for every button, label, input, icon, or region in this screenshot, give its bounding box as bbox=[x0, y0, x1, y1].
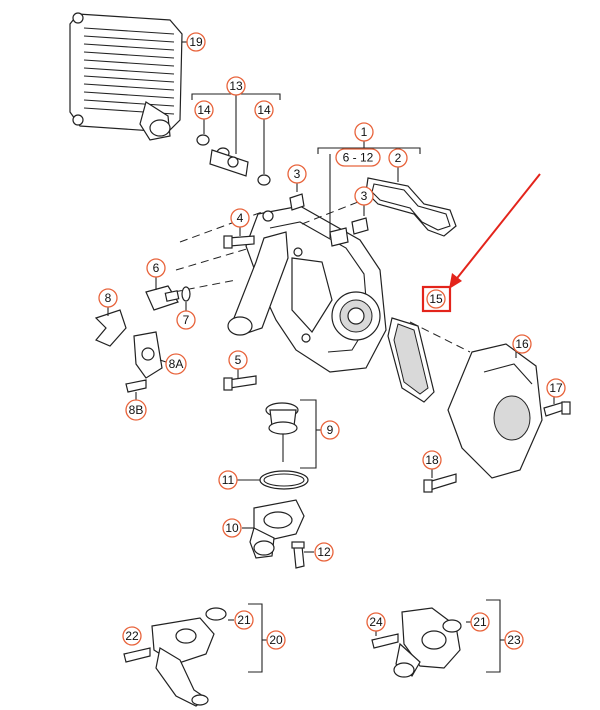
callout-18-text: 18 bbox=[425, 453, 439, 467]
callout-17: 17 bbox=[546, 378, 566, 398]
callout-4-text: 4 bbox=[237, 211, 244, 225]
callout-14a-text: 14 bbox=[197, 103, 211, 117]
assembly-23 bbox=[371, 599, 506, 678]
callout-3b-text: 3 bbox=[361, 189, 368, 203]
assembly-20 bbox=[123, 603, 268, 707]
callout-24: 24 bbox=[366, 612, 386, 632]
callout-24-text: 24 bbox=[369, 615, 383, 629]
callout-10: 10 bbox=[222, 518, 242, 538]
red-arrow bbox=[449, 173, 541, 289]
callout-23-text: 23 bbox=[507, 633, 521, 647]
temp-sensor-6 bbox=[145, 276, 191, 312]
callout-13: 13 bbox=[226, 76, 246, 96]
callout-21b-text: 21 bbox=[473, 615, 487, 629]
callout-22: 22 bbox=[122, 626, 142, 646]
gasket-2 bbox=[365, 166, 457, 237]
toothed-belt-15 bbox=[387, 317, 435, 403]
callout-8A-text: 8A bbox=[169, 357, 184, 371]
clip-8 bbox=[94, 306, 127, 347]
callout-3a: 3 bbox=[287, 164, 307, 184]
callout-2-text: 2 bbox=[395, 151, 402, 165]
callout-10-text: 10 bbox=[225, 521, 239, 535]
callout-1-text: 1 bbox=[361, 125, 368, 139]
callout-11-text: 11 bbox=[222, 473, 235, 487]
callout-6-12-text: 6 - 12 bbox=[343, 151, 374, 165]
callout-19-text: 19 bbox=[189, 35, 203, 49]
flange-8A bbox=[133, 331, 167, 379]
coolant-flange-10 bbox=[242, 499, 305, 559]
callout-3a-text: 3 bbox=[294, 167, 301, 181]
callout-20-text: 20 bbox=[269, 633, 283, 647]
callout-12-text: 12 bbox=[317, 545, 331, 559]
callout-2: 2 bbox=[388, 148, 408, 168]
callout-14b: 14 bbox=[254, 100, 274, 120]
callout-19: 19 bbox=[186, 32, 206, 52]
callout-18: 18 bbox=[422, 450, 442, 470]
callout-9-text: 9 bbox=[327, 423, 334, 437]
bolt-4 bbox=[223, 226, 255, 249]
callout-8: 8 bbox=[98, 288, 118, 308]
bolt-8B bbox=[125, 379, 147, 400]
callout-7-text: 7 bbox=[183, 313, 190, 327]
callout-6: 6 bbox=[146, 258, 166, 278]
callout-6-text: 6 bbox=[153, 261, 160, 275]
callout-4: 4 bbox=[230, 208, 250, 228]
callout-14b-text: 14 bbox=[257, 103, 271, 117]
callout-23: 23 bbox=[504, 630, 524, 650]
callout-8A: 8A bbox=[165, 353, 187, 375]
callout-5-text: 5 bbox=[235, 353, 242, 367]
bolt-12 bbox=[291, 541, 314, 569]
callout-16: 16 bbox=[512, 334, 532, 354]
callout-8B-text: 8B bbox=[129, 403, 144, 417]
oil-cooler bbox=[69, 12, 188, 141]
callout-1: 1 bbox=[354, 122, 374, 142]
bolt-18 bbox=[423, 468, 457, 493]
callout-20: 20 bbox=[266, 630, 286, 650]
callout-6-12: 6 - 12 bbox=[335, 148, 381, 167]
callout-21a-text: 21 bbox=[237, 613, 251, 627]
callout-15: 15 bbox=[426, 289, 446, 309]
belt-cover-16 bbox=[447, 343, 543, 479]
water-pump-housing bbox=[227, 140, 421, 373]
pipe-assembly-13 bbox=[191, 86, 281, 186]
callout-14a: 14 bbox=[194, 100, 214, 120]
callout-22-text: 22 bbox=[125, 629, 139, 643]
callout-8B: 8B bbox=[125, 399, 147, 421]
callout-16-text: 16 bbox=[515, 337, 529, 351]
callout-9: 9 bbox=[320, 420, 340, 440]
bolt-17 bbox=[543, 396, 571, 417]
callout-17-text: 17 bbox=[549, 381, 563, 395]
bolt-5 bbox=[223, 368, 257, 391]
callout-13-text: 13 bbox=[229, 79, 243, 93]
thermostat-9 bbox=[265, 399, 324, 469]
highlight-box-15 bbox=[421, 285, 452, 313]
callout-8-text: 8 bbox=[105, 291, 112, 305]
callout-21b: 21 bbox=[470, 612, 490, 632]
callout-7: 7 bbox=[176, 310, 196, 330]
callout-5: 5 bbox=[228, 350, 248, 370]
callout-15-text: 15 bbox=[429, 292, 443, 306]
o-ring-11 bbox=[236, 470, 309, 490]
callout-21a: 21 bbox=[234, 610, 254, 630]
callout-3b: 3 bbox=[354, 186, 374, 206]
callout-11: 11 bbox=[218, 470, 238, 490]
callout-12: 12 bbox=[314, 542, 334, 562]
